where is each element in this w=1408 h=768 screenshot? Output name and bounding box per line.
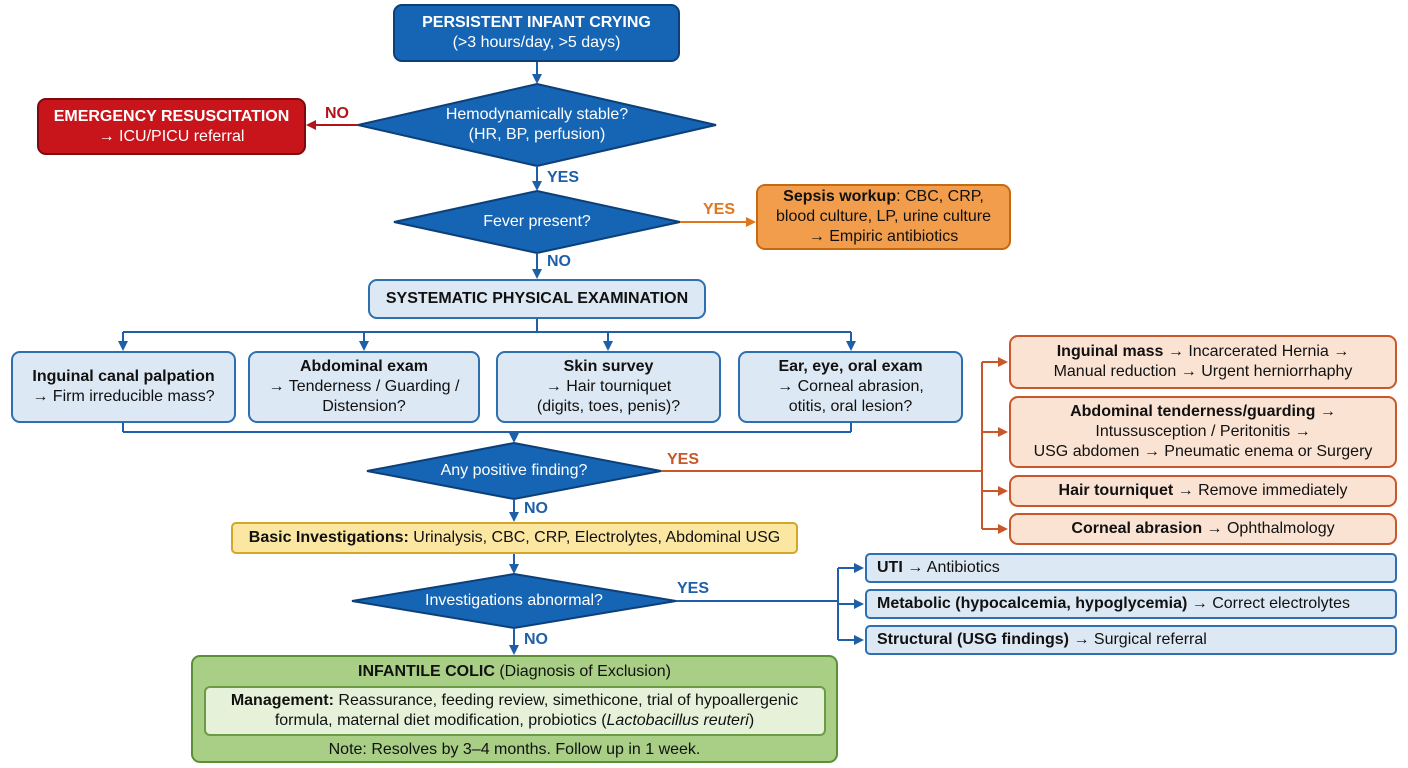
decision-finding-label: Any positive finding? [440, 462, 588, 479]
colic-management-box: Management: Reassurance, feeding review,… [203, 686, 826, 736]
exam-item-title: Inguinal canal palpation [32, 368, 215, 385]
exam-item-title: Skin survey [563, 358, 654, 375]
stable-no-label: NO [325, 105, 349, 122]
management-bold: Management: [230, 692, 334, 709]
result-metabolic: Metabolic (hypocalcemia, hypoglycemia) →… [865, 589, 1397, 619]
exam-title: SYSTEMATIC PHYSICAL EXAMINATION [385, 290, 689, 307]
investigations-yes-label: YES [677, 580, 710, 597]
exam-item-skin: Skin survey → Hair tourniquet (digits, t… [496, 351, 721, 423]
finding-line1: Corneal abrasion → Ophthalmology [1071, 519, 1334, 539]
finding-rest: → [1315, 403, 1336, 420]
result-structural: Structural (USG findings) → Surgical ref… [865, 625, 1397, 655]
decision-investigations-label: Investigations abnormal? [425, 592, 603, 609]
sepsis-bold: Sepsis workup [783, 188, 897, 205]
result-bold: Structural (USG findings) [877, 631, 1069, 648]
finding-inguinal-mass: Inguinal mass → Incarcerated Hernia → Ma… [1009, 335, 1397, 389]
decision-stable-label: Hemodynamically stable? (HR, BP, perfusi… [400, 100, 674, 150]
result-rest: → Surgical referral [1069, 631, 1207, 648]
emergency-node: EMERGENCY RESUSCITATION → ICU/PICU refer… [37, 98, 306, 155]
finding-rest: → Ophthalmology [1202, 520, 1335, 537]
sepsis-line1: Sepsis workup: CBC, CRP, [783, 187, 984, 207]
investigations-no-label: NO [524, 631, 548, 648]
emergency-subtitle: → ICU/PICU referral [98, 127, 245, 145]
management-line2b: ) [748, 712, 755, 729]
management-line2a: formula, maternal diet modification, pro… [274, 712, 607, 729]
colic-title: INFANTILE COLIC (Diagnosis of Exclusion) [358, 662, 671, 682]
finding-line1: Abdominal tenderness/guarding → [1070, 402, 1336, 422]
decision-fever-label: Fever present? [483, 213, 591, 230]
exam-item-ear-eye-oral: Ear, eye, oral exam → Corneal abrasion, … [738, 351, 963, 423]
finding-yes-label: YES [667, 451, 700, 468]
sepsis-line3: → Empiric antibiotics [808, 228, 959, 245]
systematic-exam-node: SYSTEMATIC PHYSICAL EXAMINATION [368, 279, 706, 319]
exam-item-line1: → Tenderness / Guarding / [268, 378, 460, 395]
start-subtitle: (>3 hours/day, >5 days) [452, 34, 621, 51]
investigations-line: Basic Investigations: Urinalysis, CBC, C… [249, 528, 780, 548]
sepsis-workup-node: Sepsis workup: CBC, CRP, blood culture, … [756, 184, 1011, 250]
management-line1: Management: Reassurance, feeding review,… [231, 691, 798, 711]
sepsis-line2: blood culture, LP, urine culture [776, 208, 991, 225]
finding-rest: → Incarcerated Hernia → [1163, 343, 1350, 360]
result-line: Structural (USG findings) → Surgical ref… [877, 630, 1207, 650]
finding-rest: → Remove immediately [1173, 482, 1348, 499]
sepsis-rest: : CBC, CRP, [896, 188, 984, 205]
fever-yes-label: YES [703, 201, 736, 218]
result-uti: UTI → Antibiotics [865, 553, 1397, 583]
finding-bold: Corneal abrasion [1071, 520, 1203, 537]
finding-line1: Hair tourniquet → Remove immediately [1059, 481, 1348, 501]
exam-item-line2: Distension? [322, 398, 406, 415]
management-line2: formula, maternal diet modification, pro… [275, 711, 754, 731]
finding-bold: Abdominal tenderness/guarding [1070, 403, 1316, 420]
exam-item-inguinal: Inguinal canal palpation → Firm irreduci… [11, 351, 236, 423]
result-rest: → Antibiotics [902, 559, 1000, 576]
emergency-title: EMERGENCY RESUSCITATION [53, 107, 290, 125]
finding-line1: Inguinal mass → Incarcerated Hernia → [1057, 342, 1350, 362]
finding-no-label: NO [524, 500, 548, 517]
colic-note: Note: Resolves by 3–4 months. Follow up … [328, 741, 701, 758]
fever-no-label: NO [547, 253, 571, 270]
investigations-bold: Basic Investigations: [248, 529, 409, 546]
finding-line2: Manual reduction → Urgent herniorrhaphy [1053, 363, 1353, 380]
result-bold: Metabolic (hypocalcemia, hypoglycemia) [877, 595, 1188, 612]
finding-bold: Hair tourniquet [1058, 482, 1174, 499]
decision-stable-line2: (HR, BP, perfusion) [468, 126, 606, 143]
exam-item-line1: → Hair tourniquet [545, 378, 672, 395]
infantile-colic-node: INFANTILE COLIC (Diagnosis of Exclusion)… [191, 655, 838, 763]
exam-item-line2: otitis, oral lesion? [788, 398, 913, 415]
finding-bold: Inguinal mass [1056, 343, 1164, 360]
finding-abdominal: Abdominal tenderness/guarding → Intussus… [1009, 396, 1397, 468]
exam-item-title: Ear, eye, oral exam [778, 358, 923, 375]
investigations-rest: Urinalysis, CBC, CRP, Electrolytes, Abdo… [408, 529, 781, 546]
finding-line3: USG abdomen → Pneumatic enema or Surgery [1033, 443, 1373, 460]
result-rest: → Correct electrolytes [1187, 595, 1351, 612]
management-italic: Lactobacillus reuteri [606, 712, 749, 729]
stable-yes-label: YES [547, 169, 580, 186]
management-rest: Reassurance, feeding review, simethicone… [333, 692, 799, 709]
exam-item-line1: → Firm irreducible mass? [32, 388, 215, 405]
colic-title-rest: (Diagnosis of Exclusion) [494, 663, 671, 680]
exam-item-abdominal: Abdominal exam → Tenderness / Guarding /… [248, 351, 480, 423]
exam-item-title: Abdominal exam [299, 358, 429, 375]
start-node: PERSISTENT INFANT CRYING (>3 hours/day, … [393, 4, 680, 62]
exam-item-line1: → Corneal abrasion, [777, 378, 924, 395]
result-bold: UTI [877, 559, 903, 576]
finding-corneal-abrasion: Corneal abrasion → Ophthalmology [1009, 513, 1397, 545]
start-title: PERSISTENT INFANT CRYING [422, 14, 651, 31]
result-line: Metabolic (hypocalcemia, hypoglycemia) →… [877, 594, 1350, 614]
exam-item-line2: (digits, toes, penis)? [536, 398, 681, 415]
result-line: UTI → Antibiotics [877, 558, 1000, 578]
finding-hair-tourniquet: Hair tourniquet → Remove immediately [1009, 475, 1397, 507]
basic-investigations-node: Basic Investigations: Urinalysis, CBC, C… [231, 522, 798, 554]
colic-title-bold: INFANTILE COLIC [358, 663, 495, 680]
finding-line2: Intussusception / Peritonitis → [1095, 423, 1311, 440]
decision-stable-line1: Hemodynamically stable? [445, 106, 629, 123]
